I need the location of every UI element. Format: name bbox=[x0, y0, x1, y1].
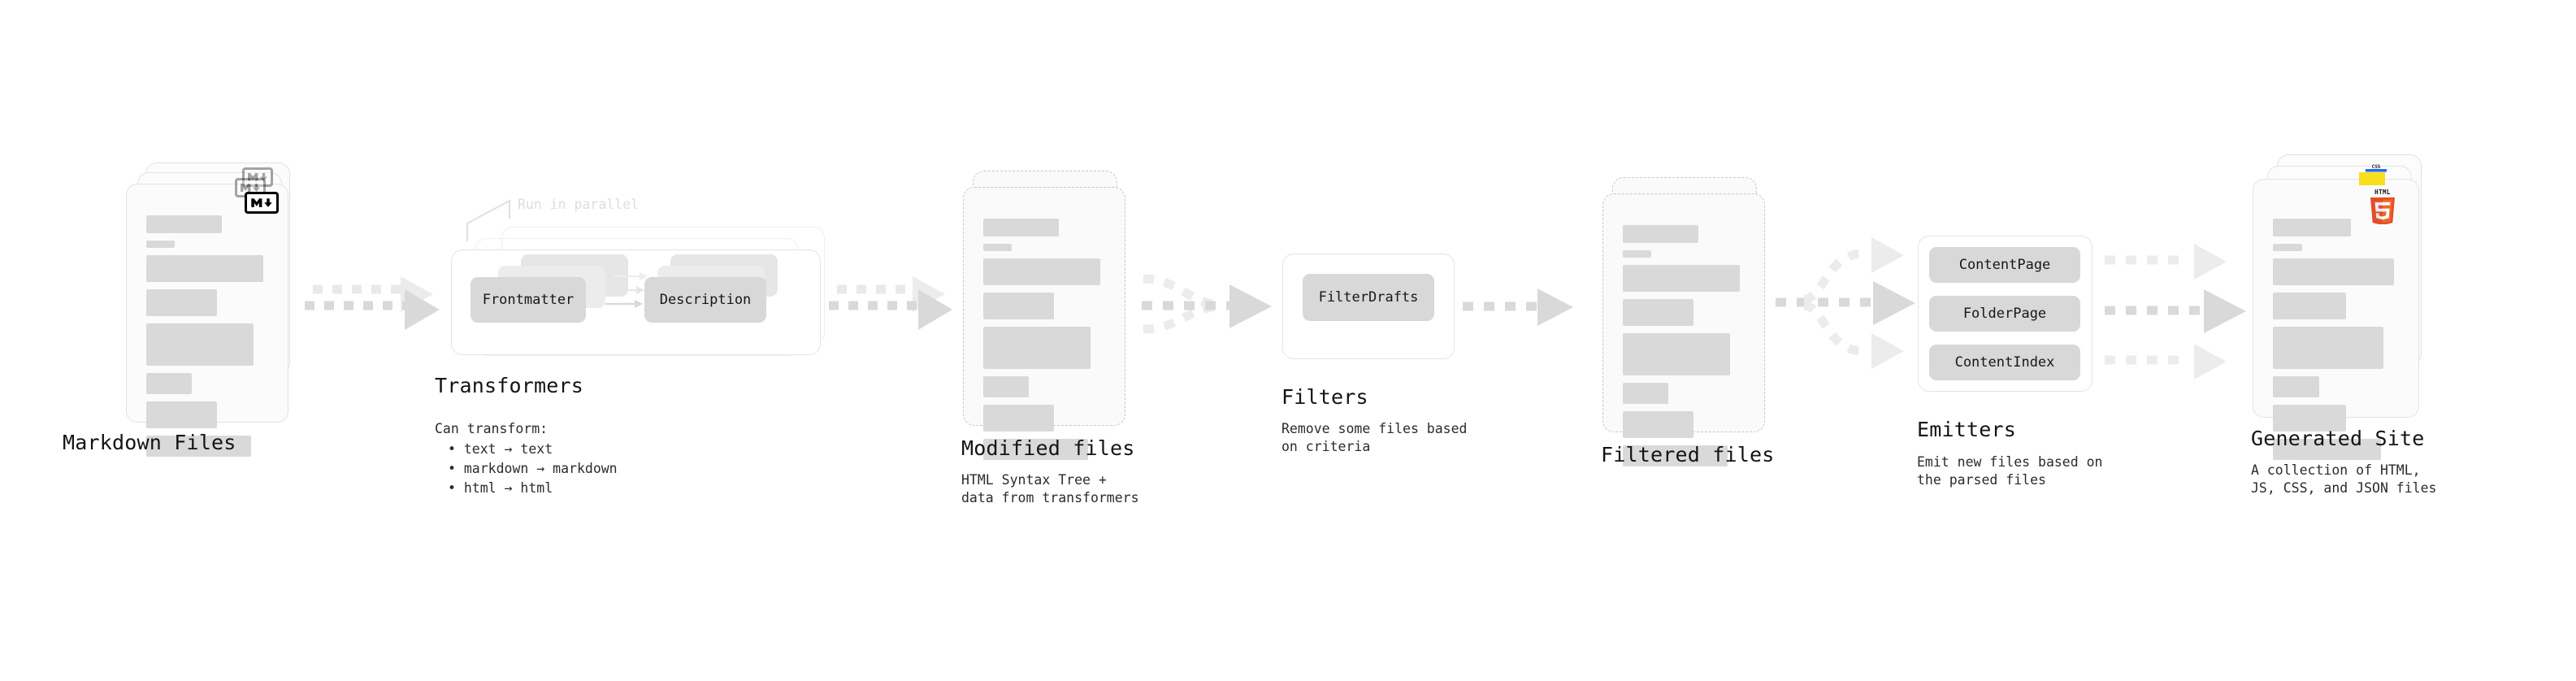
html5-logo-icon: HTML bbox=[2366, 187, 2399, 226]
stage-modified-files: Modified files HTML Syntax Tree + data f… bbox=[961, 171, 1139, 505]
connector-transformers-to-modified bbox=[829, 276, 952, 330]
content-bar bbox=[983, 219, 1059, 236]
stage-markdown-files: Markdown Files bbox=[63, 163, 297, 457]
chip-frontmatter[interactable]: Frontmatter bbox=[471, 277, 586, 323]
connector-filtered-to-emitters bbox=[1776, 237, 1915, 369]
chip-description[interactable]: Description bbox=[644, 277, 766, 323]
stage-title: Filters bbox=[1281, 385, 1368, 409]
content-bar bbox=[146, 373, 192, 394]
content-bar bbox=[983, 327, 1091, 369]
content-bar bbox=[983, 405, 1054, 432]
markdown-card-front bbox=[126, 184, 288, 457]
site-card-content bbox=[2253, 180, 2418, 460]
transform-bullet-html: • html → html bbox=[448, 480, 553, 496]
content-bar bbox=[2273, 327, 2384, 369]
chip-contentpage[interactable]: ContentPage bbox=[1929, 247, 2080, 283]
connector-emitters-to-site bbox=[2105, 244, 2246, 380]
chip-filterdrafts[interactable]: FilterDrafts bbox=[1303, 274, 1434, 321]
content-bar bbox=[2273, 219, 2352, 236]
content-bar bbox=[146, 255, 263, 282]
transform-bullet-text: • text → text bbox=[448, 441, 553, 457]
content-bar bbox=[1623, 411, 1693, 438]
content-bar bbox=[983, 376, 1029, 397]
content-bar bbox=[983, 258, 1100, 285]
bullet-label: text → text bbox=[463, 441, 553, 457]
content-bar bbox=[2273, 293, 2346, 319]
stage-title: Modified files bbox=[961, 436, 1135, 460]
filtered-card-content bbox=[1603, 194, 1764, 466]
stage-caption: Emit new files based on the parsed files bbox=[1917, 454, 2103, 488]
filtered-card-stack bbox=[1602, 177, 1773, 466]
stage-caption: Remove some files based on criteria bbox=[1281, 421, 1468, 455]
modified-card-content bbox=[964, 188, 1125, 460]
stage-title: Transformers bbox=[435, 374, 584, 397]
content-bar bbox=[146, 215, 222, 233]
css-badge-icon: CSS bbox=[2366, 160, 2387, 172]
content-bar bbox=[146, 289, 217, 316]
stage-caption: HTML Syntax Tree + data from transformer… bbox=[961, 472, 1139, 506]
content-bar bbox=[983, 439, 1088, 460]
bullet-label: markdown → markdown bbox=[463, 461, 618, 476]
run-in-parallel-bracket bbox=[466, 199, 510, 241]
chip-contentindex[interactable]: ContentIndex bbox=[1929, 345, 2080, 380]
svg-text:HTML: HTML bbox=[2374, 189, 2391, 196]
connector-filters-to-filtered bbox=[1463, 288, 1573, 326]
content-bar bbox=[1623, 383, 1668, 404]
site-card-stack: CSS HTML bbox=[2253, 154, 2427, 460]
content-bar bbox=[146, 401, 217, 428]
content-bar bbox=[146, 436, 251, 457]
content-bar bbox=[2273, 376, 2320, 397]
stage-filtered-files: Filtered files bbox=[1601, 177, 1774, 466]
markdown-card-stack bbox=[126, 163, 297, 457]
content-bar bbox=[983, 293, 1054, 319]
markdown-logo-icon bbox=[245, 192, 279, 214]
content-bar bbox=[2273, 244, 2302, 251]
svg-text:CSS: CSS bbox=[2372, 164, 2381, 170]
connector-modified-to-filters bbox=[1142, 274, 1272, 334]
transform-bullet-markdown: • markdown → markdown bbox=[448, 461, 618, 476]
stage-caption: Can transform: bbox=[435, 421, 549, 436]
content-bar bbox=[146, 241, 175, 248]
stage-title: Filtered files bbox=[1601, 443, 1775, 466]
markdown-card-content bbox=[127, 184, 288, 457]
filtered-card-front bbox=[1602, 193, 1765, 466]
content-bar bbox=[2273, 258, 2394, 285]
content-bar bbox=[983, 244, 1012, 251]
content-bar bbox=[1623, 445, 1728, 466]
content-bar bbox=[2273, 439, 2382, 460]
markdown-logo-icon bbox=[242, 167, 273, 187]
js-badge-icon bbox=[2359, 172, 2385, 185]
stage-generated-site: CSS HTML Generated Site A collection of … bbox=[2251, 154, 2436, 496]
stage-title: Markdown Files bbox=[63, 431, 236, 454]
content-bar bbox=[1623, 265, 1740, 292]
run-in-parallel-label: Run in parallel bbox=[518, 197, 640, 212]
stage-title: Generated Site bbox=[2251, 427, 2425, 450]
chip-folderpage[interactable]: FolderPage bbox=[1929, 296, 2080, 332]
content-bar bbox=[1623, 250, 1651, 258]
stage-caption: A collection of HTML, JS, CSS, and JSON … bbox=[2251, 462, 2437, 497]
content-bar bbox=[1623, 333, 1730, 375]
stage-title: Emitters bbox=[1917, 418, 2017, 441]
modified-card-stack bbox=[963, 171, 1134, 460]
content-bar bbox=[2273, 405, 2346, 432]
connector-markdown-to-transformers bbox=[305, 276, 440, 330]
modified-card-front bbox=[963, 187, 1125, 460]
transformer-inner-arrows bbox=[605, 272, 648, 308]
bullet-label: html → html bbox=[463, 480, 553, 496]
content-bar bbox=[1623, 225, 1698, 243]
content-bar bbox=[146, 323, 254, 366]
content-bar bbox=[1623, 299, 1693, 326]
